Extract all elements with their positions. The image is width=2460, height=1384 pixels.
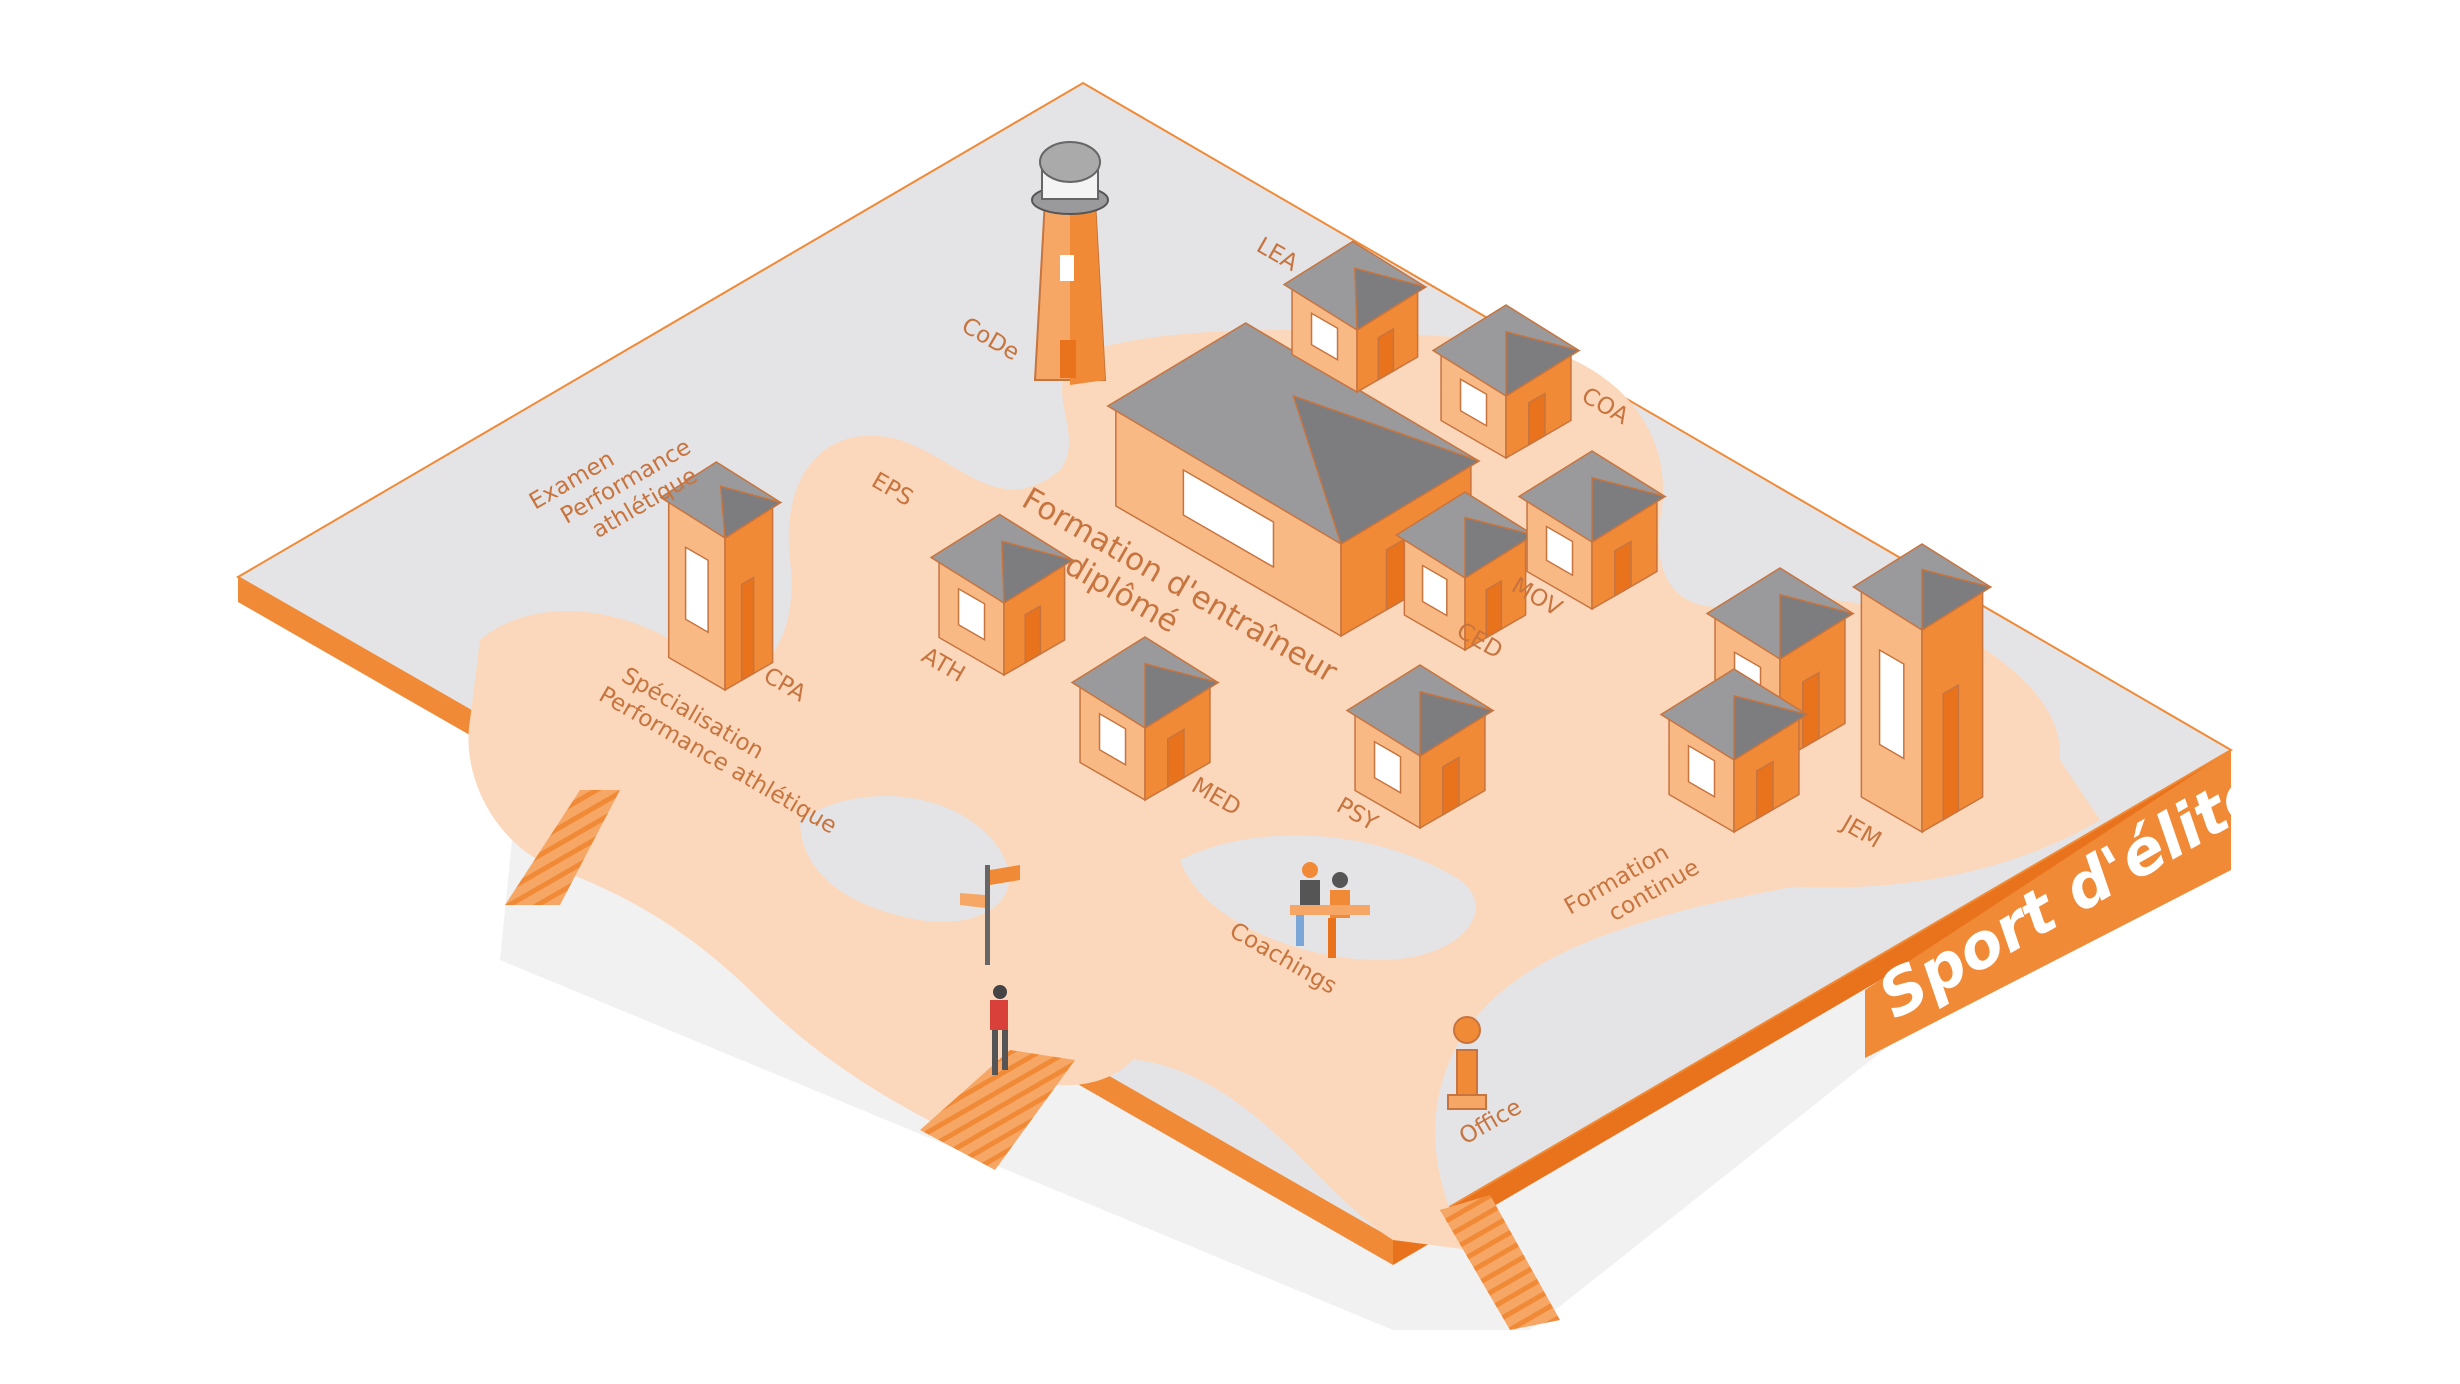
person-walking: [990, 985, 1008, 1075]
building-jem[interactable]: [1851, 543, 1993, 834]
building-ced-window: [1421, 564, 1448, 617]
sport-elite-banner: [1865, 750, 2231, 1058]
building-med-roof-side: [1144, 662, 1220, 730]
building-formation-continue-door: [1755, 760, 1774, 821]
building-back-continue-door: [1801, 671, 1820, 750]
building-main-formation-roof-side: [1292, 394, 1481, 546]
building-formation-continue-roof-side: [1733, 694, 1809, 762]
building-ced[interactable]: [1394, 491, 1536, 652]
building-back-continue-roof-side: [1779, 593, 1855, 661]
building-ced-door: [1485, 579, 1503, 640]
building-mov-window: [1545, 525, 1574, 577]
building-jem-door: [1942, 683, 1960, 822]
building-ath-roof-side: [1001, 540, 1075, 605]
building-jem-window: [1878, 648, 1905, 760]
building-coa-window: [1459, 377, 1488, 428]
building-mov-door: [1613, 540, 1632, 598]
building-psy-roof-side: [1419, 690, 1495, 758]
stairs-right[interactable]: [1440, 1195, 1560, 1330]
building-psy-door: [1441, 756, 1460, 817]
building-ath[interactable]: [929, 513, 1075, 677]
building-ath-window: [957, 587, 986, 642]
building-main-formation[interactable]: [1106, 322, 1481, 638]
signpost: [960, 865, 1020, 965]
building-cpa-roof-side: [719, 485, 783, 540]
info-office-icon[interactable]: [1447, 1016, 1487, 1110]
buildings: [659, 240, 1993, 834]
building-formation-continue[interactable]: [1659, 668, 1809, 834]
building-lea-window: [1310, 311, 1339, 362]
platform-shadow: [238, 600, 2231, 1330]
stairs-center[interactable]: [920, 1050, 1075, 1170]
building-lea-door: [1377, 327, 1395, 382]
building-ath-door: [1024, 604, 1042, 665]
building-main-formation-window: [1182, 468, 1275, 569]
building-psy[interactable]: [1345, 664, 1495, 830]
building-med-door: [1166, 728, 1185, 789]
building-coa[interactable]: [1431, 304, 1581, 460]
building-coa-door: [1527, 392, 1546, 447]
building-med-window: [1098, 712, 1127, 767]
lighthouse-code[interactable]: [1031, 141, 1109, 385]
building-med[interactable]: [1070, 636, 1220, 802]
building-cpa-window: [684, 545, 709, 634]
building-ced-roof-side: [1464, 516, 1536, 580]
coaching-bench: [1290, 862, 1370, 958]
platform-right-side: [1393, 750, 2231, 1265]
building-formation-continue-window: [1687, 744, 1716, 799]
building-cpa[interactable]: [659, 461, 783, 692]
building-lea-roof-side: [1354, 267, 1428, 332]
building-lea[interactable]: [1282, 240, 1428, 394]
building-jem-roof-side: [1921, 568, 1993, 632]
building-mov[interactable]: [1517, 450, 1667, 611]
building-cpa-door: [740, 576, 755, 682]
building-coa-roof-side: [1505, 330, 1581, 398]
building-psy-window: [1373, 740, 1402, 795]
building-mov-roof-side: [1591, 476, 1667, 544]
stairs-left[interactable]: [505, 790, 620, 905]
